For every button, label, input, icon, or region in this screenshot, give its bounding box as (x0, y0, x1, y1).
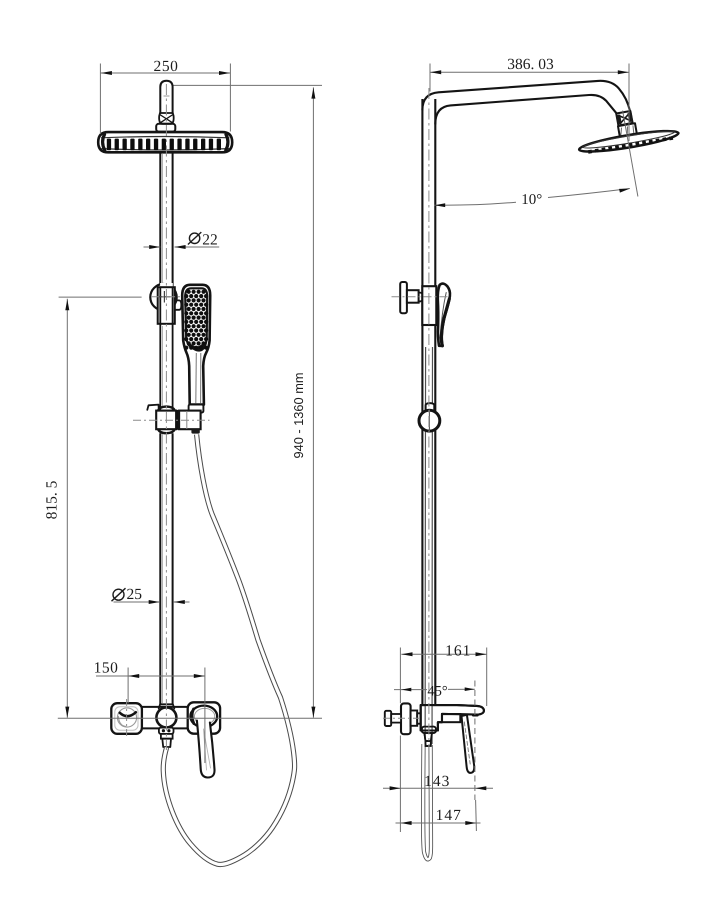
svg-text:386. 03: 386. 03 (507, 56, 554, 73)
svg-text:147: 147 (436, 807, 462, 824)
svg-text:150: 150 (94, 659, 119, 676)
svg-text:25: 25 (127, 586, 143, 603)
svg-text:940 - 1360 mm: 940 - 1360 mm (291, 372, 306, 458)
svg-text:161: 161 (445, 642, 471, 659)
svg-text:143: 143 (424, 773, 450, 790)
svg-text:10°: 10° (521, 192, 542, 208)
svg-text:815. 5: 815. 5 (44, 480, 61, 519)
svg-text:250: 250 (153, 58, 178, 75)
svg-text:45°: 45° (427, 684, 448, 700)
svg-text:22: 22 (202, 231, 218, 248)
